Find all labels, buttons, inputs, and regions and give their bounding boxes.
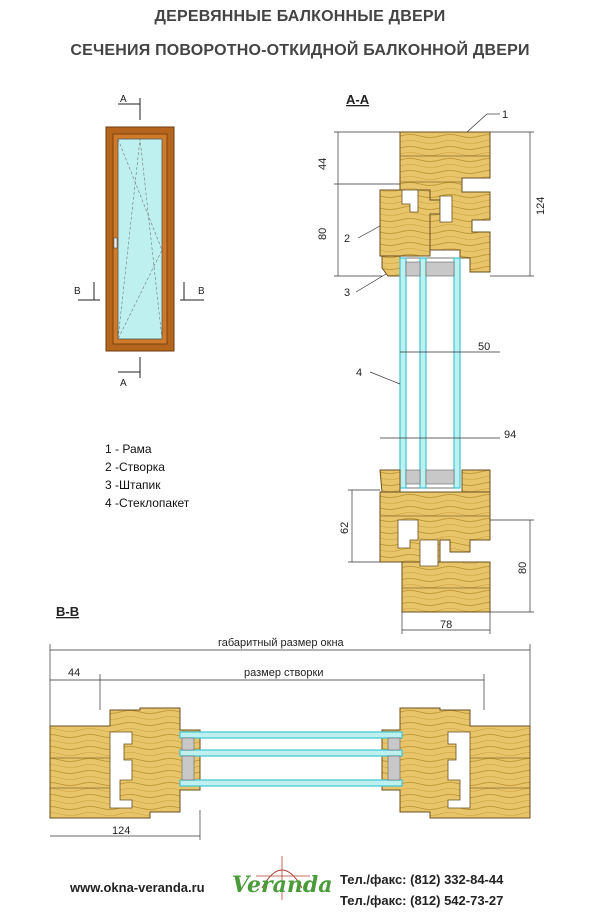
dim-aa-62: 62 [339, 522, 351, 534]
aa-top-frame [379, 131, 491, 277]
legend-item: 2 -Створка [105, 460, 165, 474]
dim-aa-80-right: 80 [517, 562, 529, 574]
dim-aa-124: 124 [535, 197, 547, 215]
bb-right-profile [381, 707, 531, 819]
logo-ornament [256, 856, 310, 900]
legend: 1 - Рама 2 -Створка 3 -Штапик 4 -Стеклоп… [105, 440, 189, 512]
legend-item: 1 - Рама [105, 442, 152, 456]
callout-3: 3 [344, 287, 350, 299]
dim-aa-94: 94 [504, 429, 516, 441]
bb-glazing-unit [179, 731, 403, 787]
dim-aa-78: 78 [440, 619, 452, 631]
dim-aa-44: 44 [317, 158, 329, 170]
legend-item: 3 -Штапик [105, 478, 161, 492]
aa-bottom-frame [379, 469, 491, 613]
site-url[interactable]: www.okna-veranda.ru [70, 880, 205, 895]
legend-item: 4 -Стеклопакет [105, 496, 190, 510]
brand-logo: Veranda [232, 872, 333, 898]
dim-bb-44: 44 [68, 667, 80, 679]
section-mark-a-top: А [120, 94, 127, 105]
door-elevation [78, 98, 204, 378]
section-aa-title: А-А [346, 92, 370, 107]
bb-dimensions [49, 644, 531, 840]
section-mark-b-right: В [198, 286, 205, 297]
section-mark-b-left: В [74, 286, 81, 297]
callout-1: 1 [502, 109, 508, 121]
dim-bb-124: 124 [112, 825, 130, 837]
section-mark-a-bottom: А [120, 378, 127, 389]
page-subtitle: СЕЧЕНИЯ ПОВОРОТНО-ОТКИДНОЙ БАЛКОННОЙ ДВЕ… [70, 42, 530, 59]
bb-left-profile [49, 707, 201, 819]
aa-glazing-unit [399, 257, 461, 489]
section-bb-title: В-В [56, 604, 79, 619]
phone-1: Тел./факс: (812) 332-84-44 [340, 872, 504, 887]
callout-2: 2 [344, 233, 350, 245]
dim-bb-overall: габаритный размер окна [218, 637, 345, 649]
dim-aa-80-left: 80 [317, 228, 329, 240]
page-title: ДЕРЕВЯННЫЕ БАЛКОННЫЕ ДВЕРИ [154, 8, 446, 25]
phone-2: Тел./факс: (812) 542-73-27 [340, 893, 504, 908]
callout-4: 4 [356, 367, 362, 379]
aa-dimensions [334, 113, 534, 634]
dim-aa-50: 50 [478, 341, 490, 353]
dim-bb-sash: размер створки [244, 667, 323, 679]
